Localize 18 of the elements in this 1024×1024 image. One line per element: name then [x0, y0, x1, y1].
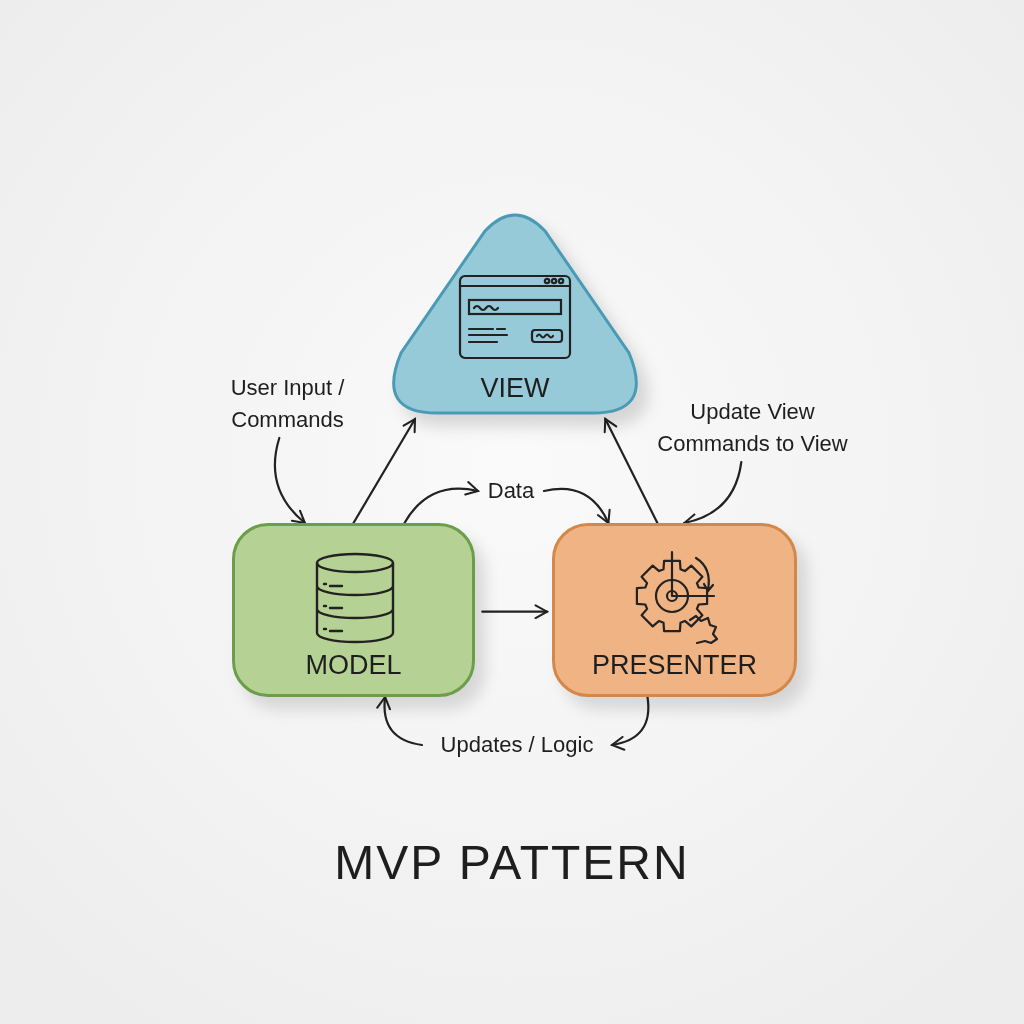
annotation-text: Updates / Logic	[422, 728, 612, 762]
presenter-box	[552, 523, 797, 697]
node-label: PRESENTER	[590, 650, 758, 681]
arrow	[542, 487, 611, 525]
model-box	[232, 523, 475, 697]
node-label: MODEL	[304, 650, 403, 681]
arrow	[603, 417, 659, 525]
node-label: VIEW	[479, 373, 551, 404]
arrow	[610, 695, 650, 751]
arrow	[403, 481, 480, 525]
annotation-text: Data	[478, 475, 544, 507]
arrow	[481, 604, 549, 620]
arrow	[352, 417, 417, 525]
arrow	[376, 695, 424, 747]
diagram-title: MVP PATTERN	[333, 835, 691, 890]
annotation-text: Update View Commands to View	[640, 394, 865, 462]
arrow	[273, 436, 306, 525]
annotation-text: User Input / Commands	[205, 370, 370, 438]
